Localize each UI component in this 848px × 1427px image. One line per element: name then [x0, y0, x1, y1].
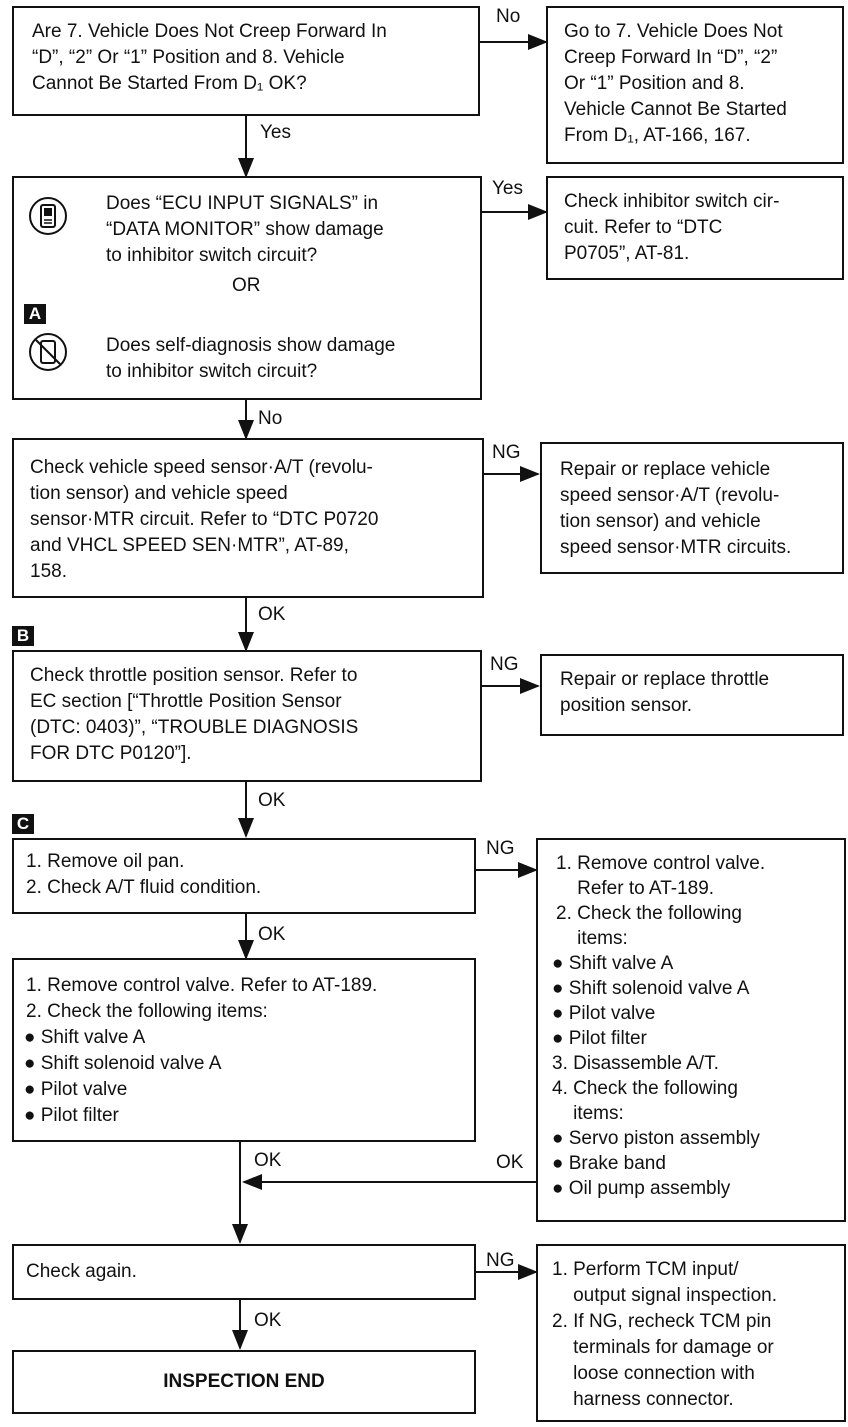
- question-inhibitor-box: Does “ECU INPUT SIGNALS” in “DATA MONITO…: [12, 176, 482, 400]
- check-inhibitor-line-1: Check inhibitor switch cir-: [564, 191, 780, 212]
- repair-speed-line-1: Repair or replace vehicle: [560, 459, 771, 480]
- question-creep-line-2: “D”, “2” Or “1” Position and 8. Vehicle: [32, 47, 345, 68]
- label-ok-3: OK: [258, 924, 286, 945]
- repair-speed-sensor-box: Repair or replace vehicle speed sensor·A…: [540, 442, 844, 574]
- check-tps-line-4: FOR DTC P0120”].: [30, 743, 192, 764]
- tcm-line-2: output signal inspection.: [552, 1285, 777, 1306]
- check-inhibitor-box: Check inhibitor switch cir- cuit. Refer …: [546, 176, 844, 280]
- check-inhibitor-line-2: cuit. Refer to “DTC: [564, 217, 723, 238]
- goto-creep-line-1: Go to 7. Vehicle Does Not: [564, 21, 783, 42]
- repair-speed-line-2: speed sensor·A/T (revolu-: [560, 485, 780, 506]
- label-ok-2: OK: [258, 790, 286, 811]
- cvr-line-5: ● Shift valve A: [552, 953, 674, 974]
- repair-tps-box: Repair or replace throttle position sens…: [540, 654, 844, 736]
- cvr-line-1: 1. Remove control valve.: [556, 853, 766, 874]
- self-diag-line-2: to inhibitor switch circuit?: [106, 361, 318, 382]
- question-inhibitor-line-2: “DATA MONITOR” show damage: [106, 219, 384, 240]
- check-speed-sensor-box: Check vehicle speed sensor·A/T (revolu- …: [12, 438, 484, 598]
- check-inhibitor-line-3: P0705”, AT-81.: [564, 243, 690, 264]
- repair-speed-line-3: tion sensor) and vehicle: [560, 511, 761, 532]
- oil-pan-line-2: 2. Check A/T fluid condition.: [26, 877, 262, 898]
- label-ng-4: NG: [486, 1250, 515, 1271]
- label-no-2: No: [258, 408, 283, 429]
- check-speed-line-3: sensor·MTR circuit. Refer to “DTC P0720: [30, 509, 379, 530]
- consult-tester-icon: [28, 196, 68, 236]
- cvl-line-5: ● Pilot valve: [24, 1079, 128, 1100]
- cvl-line-3: ● Shift valve A: [24, 1027, 146, 1048]
- cvr-line-6: ● Shift solenoid valve A: [552, 978, 750, 999]
- cvr-line-2: Refer to AT-189.: [556, 878, 715, 899]
- check-tps-line-2: EC section [“Throttle Position Sensor: [30, 691, 342, 712]
- cvr-line-13: ● Brake band: [552, 1153, 666, 1174]
- oil-pan-line-1: 1. Remove oil pan.: [26, 851, 185, 872]
- tcm-line-4: terminals for damage or: [552, 1337, 774, 1358]
- tcm-line-6: harness connector.: [552, 1389, 734, 1410]
- cvl-line-6: ● Pilot filter: [24, 1105, 119, 1126]
- label-ok-1: OK: [258, 604, 286, 625]
- inspection-end-label: INSPECTION END: [163, 1371, 325, 1392]
- goto-creep-line-4: Vehicle Cannot Be Started: [564, 99, 787, 120]
- label-ng-2: NG: [490, 654, 519, 675]
- repair-tps-line-2: position sensor.: [560, 695, 693, 716]
- tcm-inspection-box: 1. Perform TCM input/ output signal insp…: [536, 1244, 846, 1422]
- self-diag-line-1: Does self-diagnosis show damage: [106, 335, 396, 356]
- check-speed-line-1: Check vehicle speed sensor·A/T (revolu-: [30, 457, 373, 478]
- cvr-line-11: items:: [552, 1103, 624, 1124]
- control-valve-left-box: 1. Remove control valve. Refer to AT-189…: [12, 958, 476, 1142]
- label-ok-6: OK: [254, 1310, 282, 1331]
- label-ok-5: OK: [496, 1152, 524, 1173]
- badge-b: B: [12, 626, 34, 646]
- check-speed-line-4: and VHCL SPEED SEN·MTR”, AT-89,: [30, 535, 349, 556]
- no-tester-icon: [28, 332, 68, 372]
- cvr-line-3: 2. Check the following: [556, 903, 742, 924]
- check-speed-line-2: tion sensor) and vehicle speed: [30, 483, 288, 504]
- cvl-line-4: ● Shift solenoid valve A: [24, 1053, 222, 1074]
- or-divider-label: OR: [232, 275, 261, 296]
- tcm-line-3: 2. If NG, recheck TCM pin: [552, 1311, 772, 1332]
- goto-creep-line-3: Or “1” Position and 8.: [564, 73, 745, 94]
- question-creep-line-1: Are 7. Vehicle Does Not Creep Forward In: [32, 21, 387, 42]
- badge-c: C: [12, 814, 34, 834]
- label-ok-4: OK: [254, 1150, 282, 1171]
- cvl-line-1: 1. Remove control valve. Refer to AT-189…: [26, 975, 378, 996]
- label-ng-3: NG: [486, 838, 515, 859]
- check-tps-line-3: (DTC: 0403)”, “TROUBLE DIAGNOSIS: [30, 717, 359, 738]
- cvr-line-7: ● Pilot valve: [552, 1003, 656, 1024]
- cvr-line-4: items:: [556, 928, 628, 949]
- cvr-line-9: 3. Disassemble A/T.: [552, 1053, 719, 1074]
- question-creep-line-3: Cannot Be Started From D₁ OK?: [32, 73, 307, 94]
- question-inhibitor-line-1: Does “ECU INPUT SIGNALS” in: [106, 193, 379, 214]
- badge-a: A: [24, 304, 46, 324]
- check-tps-box: Check throttle position sensor. Refer to…: [12, 650, 482, 782]
- label-ng-1: NG: [492, 442, 521, 463]
- cvr-line-12: ● Servo piston assembly: [552, 1128, 760, 1149]
- goto-creep-line-5: From D₁, AT-166, 167.: [564, 125, 751, 146]
- label-yes-2: Yes: [492, 178, 523, 199]
- control-valve-right-box: 1. Remove control valve. Refer to AT-189…: [536, 838, 846, 1222]
- check-tps-line-1: Check throttle position sensor. Refer to: [30, 665, 358, 686]
- tcm-line-5: loose connection with: [552, 1363, 755, 1384]
- question-inhibitor-line-3: to inhibitor switch circuit?: [106, 245, 318, 266]
- repair-tps-line-1: Repair or replace throttle: [560, 669, 770, 690]
- cvl-line-2: 2. Check the following items:: [26, 1001, 268, 1022]
- label-no-1: No: [496, 6, 521, 27]
- question-creep-box: Are 7. Vehicle Does Not Creep Forward In…: [12, 6, 480, 116]
- goto-creep-line-2: Creep Forward In “D”, “2”: [564, 47, 778, 68]
- check-speed-line-5: 158.: [30, 561, 67, 582]
- repair-speed-line-4: speed sensor·MTR circuits.: [560, 537, 792, 558]
- label-yes-1: Yes: [260, 122, 291, 143]
- cvr-line-10: 4. Check the following: [552, 1078, 738, 1099]
- check-again-box: Check again.: [12, 1244, 476, 1300]
- goto-creep-box: Go to 7. Vehicle Does Not Creep Forward …: [546, 6, 844, 164]
- inspection-end-box: INSPECTION END: [12, 1350, 476, 1414]
- tcm-line-1: 1. Perform TCM input/: [552, 1259, 739, 1280]
- cvr-line-14: ● Oil pump assembly: [552, 1178, 731, 1199]
- check-again-line: Check again.: [26, 1261, 137, 1282]
- oil-pan-box: 1. Remove oil pan. 2. Check A/T fluid co…: [12, 838, 476, 914]
- cvr-line-8: ● Pilot filter: [552, 1028, 647, 1049]
